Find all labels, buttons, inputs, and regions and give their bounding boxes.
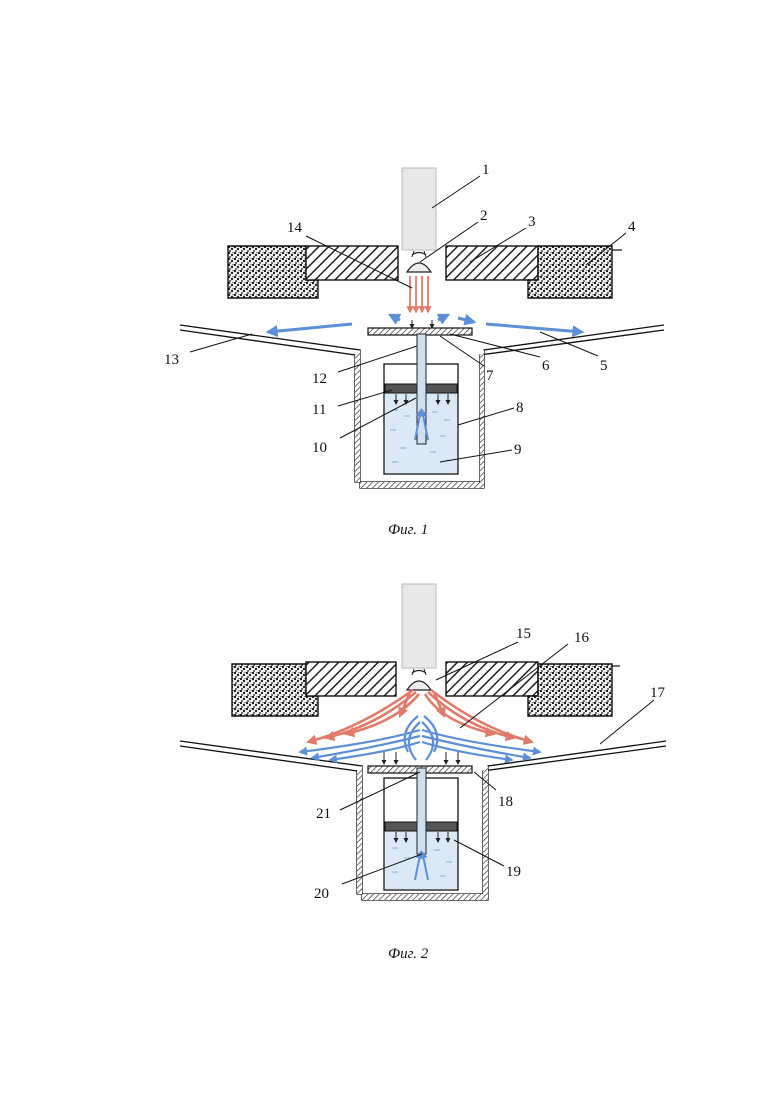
label-7: 7: [486, 368, 494, 384]
label-11: 11: [312, 402, 326, 418]
label-13: 13: [164, 352, 179, 368]
label-3: 3: [528, 214, 536, 230]
label-1: 1: [482, 162, 490, 178]
housing-left-insulation-2: [232, 664, 318, 716]
label-14: 14: [287, 220, 303, 236]
caption-fig2: Фиг. 2: [388, 946, 429, 962]
nozzle-tip-2: [407, 681, 431, 690]
label-19: 19: [506, 864, 521, 880]
nozzle-body: [402, 168, 436, 250]
label-2: 2: [480, 208, 488, 224]
cold-flow-curves: [300, 716, 540, 760]
figure-1: 1 2 3 4 5 6 7 8 9 10 11 12 13 14 Фиг. 1: [164, 162, 664, 538]
label-16: 16: [574, 630, 590, 646]
housing-left-insulation: [228, 246, 318, 298]
label-6: 6: [542, 358, 550, 374]
label-21: 21: [316, 806, 331, 822]
label-12: 12: [312, 371, 327, 387]
nozzle-body-2: [402, 584, 436, 668]
label-4: 4: [628, 219, 636, 235]
label-20: 20: [314, 886, 329, 902]
label-18: 18: [498, 794, 513, 810]
label-15: 15: [516, 626, 531, 642]
caption-fig1: Фиг. 1: [388, 522, 428, 538]
housing-right-hatched: [446, 246, 538, 280]
tube-2: [417, 768, 426, 854]
figure-2: 15 16 17 18 19 20 21 Фиг. 2: [180, 584, 666, 962]
hot-jets: [410, 276, 428, 312]
label-5: 5: [600, 358, 608, 374]
label-17: 17: [650, 685, 666, 701]
label-8: 8: [516, 400, 524, 416]
label-9: 9: [514, 442, 522, 458]
nozzle-tip: [407, 263, 431, 272]
housing-right-insulation-2: [528, 664, 612, 716]
housing-left-hatched-2: [306, 662, 396, 696]
housing-right-hatched-2: [446, 662, 538, 696]
label-10: 10: [312, 440, 327, 456]
